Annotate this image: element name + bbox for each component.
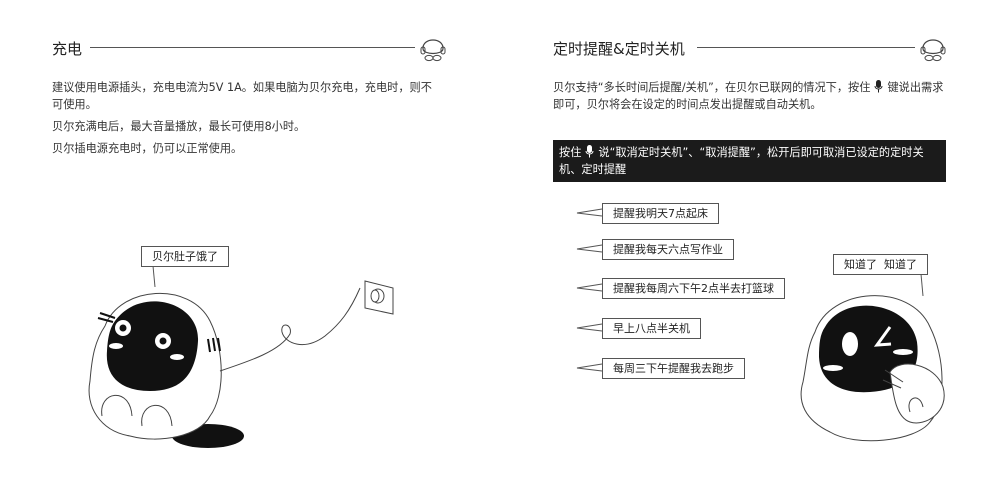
example-bubble: 提醒我每周六下午2点半去打篮球: [602, 278, 785, 299]
microphone-icon: [874, 80, 883, 93]
charging-paragraph-1: 建议使用电源插头，充电电流为5V 1A。如果电脑为贝尔充电，充电时，则不可使用。: [52, 81, 432, 111]
section-title-charging: 充电: [52, 40, 83, 58]
timer-intro-paragraph: 贝尔支持“多长时间后提醒/关机”，在贝尔已联网的情况下，按住键说出需求即可，贝尔…: [553, 79, 948, 113]
example-bubble: 提醒我明天7点起床: [602, 203, 719, 224]
speech-bubble-text: 知道了 知道了: [844, 258, 917, 271]
example-text: 提醒我明天7点起床: [613, 207, 708, 220]
section-title-timer: 定时提醒&定时关机: [553, 40, 685, 58]
speech-bubble-ok: 知道了 知道了: [833, 254, 928, 275]
title-rule: [90, 47, 415, 48]
example-text: 每周三下午提醒我去跑步: [613, 362, 734, 375]
charging-paragraph-2: 贝尔充满电后，最大音量播放，最长可使用8小时。: [52, 120, 306, 133]
intro-text-part-1: 贝尔支持“多长时间后提醒/关机”，在贝尔已联网的情况下，按住: [553, 81, 871, 94]
note-text-part-2: 说“取消定时关机”、“取消提醒”，松开后即可取消已设定的定时关机、定时提醒: [559, 146, 924, 176]
microphone-icon: [585, 145, 594, 158]
example-text: 提醒我每天六点写作业: [613, 243, 723, 256]
intro-text-part-2: 键说出需求即可，贝尔将会在设定的时间点发出提醒或自动关机。: [553, 81, 944, 111]
cancel-timer-note: 按住说“取消定时关机”、“取消提醒”，松开后即可取消已设定的定时关机、定时提醒: [553, 140, 946, 182]
example-bubble: 每周三下午提醒我去跑步: [602, 358, 745, 379]
speech-bubble-text: 贝尔肚子饿了: [152, 250, 218, 263]
robot-winking-illustration: [800, 273, 945, 442]
charging-paragraph-3: 贝尔插电源充电时，仍可以正常使用。: [52, 142, 243, 155]
title-rule: [697, 47, 915, 48]
bubble-tails: [576, 208, 603, 372]
example-text: 早上八点半关机: [613, 322, 690, 335]
example-text: 提醒我每周六下午2点半去打篮球: [613, 282, 774, 295]
example-bubble: 提醒我每天六点写作业: [602, 239, 734, 260]
robot-head-icon: [920, 39, 946, 62]
speech-bubble-hungry: 贝尔肚子饿了: [141, 246, 229, 267]
robot-head-icon: [420, 39, 446, 62]
note-text-part-1: 按住: [559, 146, 582, 159]
example-bubble: 早上八点半关机: [602, 318, 701, 339]
robot-charging-illustration: [88, 266, 394, 448]
